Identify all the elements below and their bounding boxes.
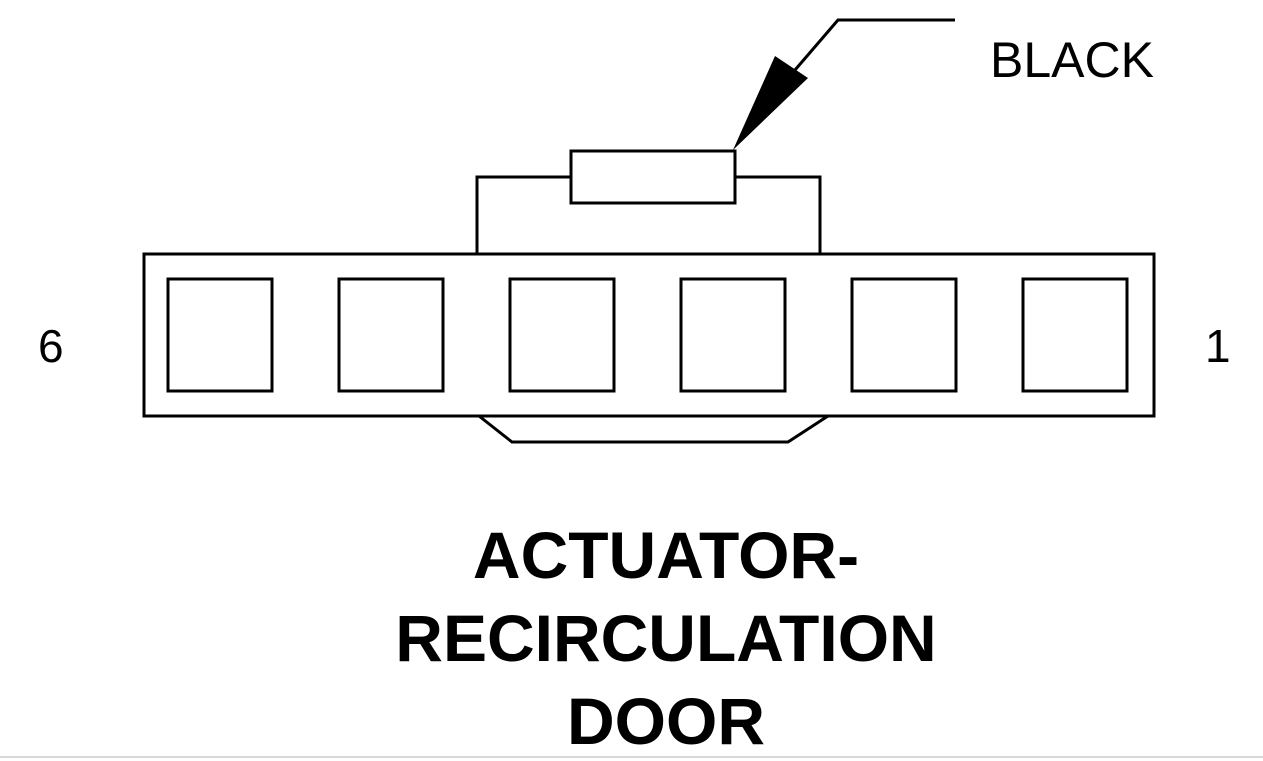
cavity-pin-2 <box>850 277 958 393</box>
cavity-pin-6 <box>166 277 274 393</box>
connector-color-label: BLACK <box>990 32 1154 88</box>
pin-number-right: 1 <box>1205 320 1231 372</box>
top-housing-boss <box>475 175 571 254</box>
pin-number-left: 6 <box>38 320 64 372</box>
cavity-group <box>166 277 1129 393</box>
component-title-line-3: DOOR <box>567 684 765 758</box>
cavity-pin-1 <box>1021 277 1129 393</box>
connector-body <box>142 252 1156 418</box>
cavity-pin-4 <box>508 277 616 393</box>
component-title-line-2: RECIRCULATION <box>395 601 936 675</box>
cavity-pin-5 <box>337 277 445 393</box>
page-bottom-rule <box>0 756 1263 758</box>
callout-arrowhead <box>733 56 808 150</box>
component-title-line-1: ACTUATOR- <box>473 518 859 592</box>
locking-tab <box>569 149 737 205</box>
callout-leader-line <box>793 18 955 71</box>
cavity-pin-3 <box>679 277 787 393</box>
top-housing-boss-right <box>735 175 822 254</box>
bottom-key <box>478 414 829 444</box>
